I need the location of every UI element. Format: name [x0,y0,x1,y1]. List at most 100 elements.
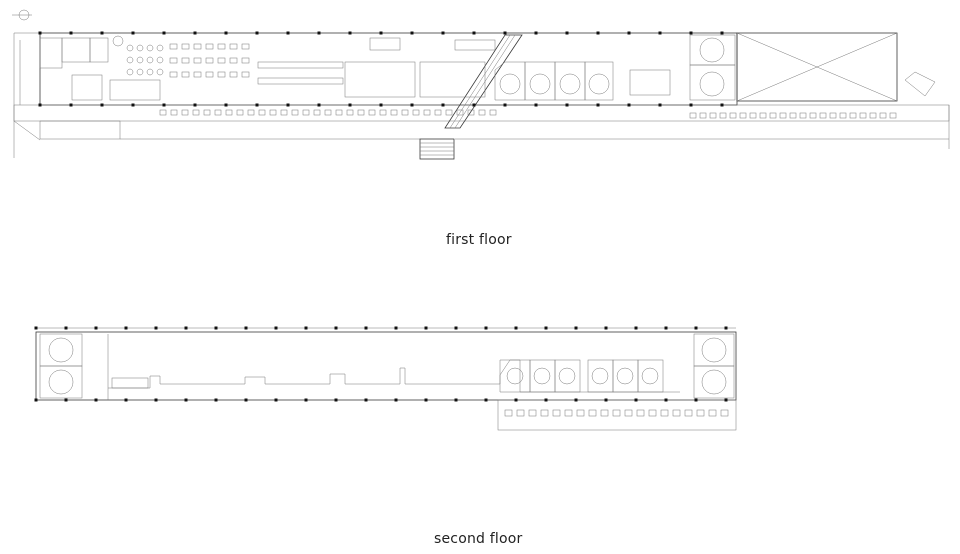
terrace-table [401,109,409,116]
column-marker [348,103,352,107]
column-marker [38,103,42,107]
balcony-table [576,409,585,417]
column-marker [131,31,135,35]
dining-table [193,43,202,50]
terrace-table [819,112,827,119]
terrace-table [729,112,737,119]
column-marker [364,326,368,330]
column-marker [627,103,631,107]
column-marker [689,103,693,107]
terrace-table [335,109,343,116]
column-marker [604,326,608,330]
column-marker [317,103,321,107]
terrace-table [291,109,299,116]
column-marker [514,398,518,402]
column-marker [565,103,569,107]
column-marker [544,398,548,402]
dining-table [181,71,190,78]
column-marker [69,31,73,35]
round-table [156,44,164,52]
first-floor-dining-tables [126,43,897,119]
terrace-table [789,112,797,119]
balcony-table [540,409,549,417]
dining-table [193,71,202,78]
second-floor-dining-tables [504,409,729,417]
terrace-table [302,109,310,116]
dining-table [181,57,190,64]
column-marker [69,103,73,107]
column-marker [394,326,398,330]
column-marker [94,326,98,330]
column-marker [454,326,458,330]
column-marker [334,326,338,330]
column-marker [162,31,166,35]
column-marker [34,398,38,402]
column-marker [34,326,38,330]
column-marker [484,326,488,330]
column-marker [441,103,445,107]
round-table [126,44,134,52]
terrace-table [849,112,857,119]
column-marker [244,326,248,330]
terrace-table [709,112,717,119]
column-marker [100,103,104,107]
dining-table [205,57,214,64]
dining-table [241,71,250,78]
terrace-table [749,112,757,119]
column-marker [424,398,428,402]
column-marker [162,103,166,107]
column-marker [184,398,188,402]
dining-table [181,43,190,50]
terrace-table [346,109,354,116]
column-marker [596,31,600,35]
terrace-table [225,109,233,116]
terrace-table [324,109,332,116]
column-marker [694,326,698,330]
column-marker [472,31,476,35]
column-marker [410,103,414,107]
round-table [136,68,144,76]
terrace-table [412,109,420,116]
column-marker [694,398,698,402]
terrace-table [159,109,167,116]
column-marker [604,398,608,402]
column-marker [38,31,42,35]
terrace-table [247,109,255,116]
column-marker [454,398,458,402]
terrace-table [236,109,244,116]
second-floor-outline [35,331,737,401]
terrace-table [719,112,727,119]
column-marker [658,103,662,107]
terrace-table [829,112,837,119]
terrace-table [214,109,222,116]
balcony-table [588,409,597,417]
column-marker [334,398,338,402]
terrace-table [889,112,897,119]
column-marker [627,31,631,35]
column-marker [131,103,135,107]
balcony-table [720,409,729,417]
terrace-table [357,109,365,116]
column-marker [255,31,259,35]
column-marker [304,326,308,330]
balcony-table [516,409,525,417]
dining-table [169,71,178,78]
second-floor-columns [34,326,728,402]
column-marker [184,326,188,330]
terrace-table [203,109,211,116]
terrace-table [379,109,387,116]
column-marker [64,326,68,330]
balcony-table [504,409,513,417]
first-floor-plan [12,9,950,160]
column-marker [689,31,693,35]
column-marker [634,398,638,402]
balcony-table [636,409,645,417]
second-floor-private-rooms [499,359,664,393]
dining-table [229,57,238,64]
terrace-table [258,109,266,116]
column-marker [100,31,104,35]
column-marker [534,103,538,107]
terrace-table [467,109,475,116]
second-floor-caption: second floor [434,531,523,547]
north-arrow-icon [12,9,32,21]
